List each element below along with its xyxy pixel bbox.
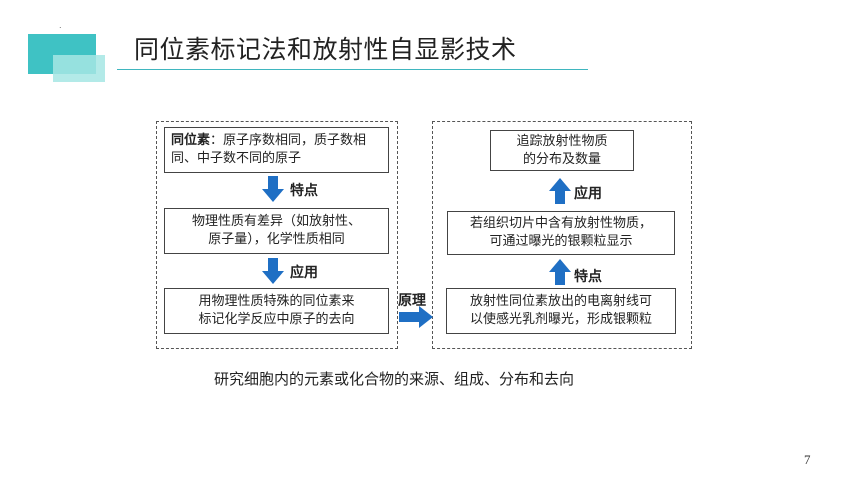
radiation-line-1: 放射性同位素放出的电离射线可 (469, 294, 652, 309)
down-arrow-icon (262, 258, 284, 284)
properties-box: 物理性质有差异（如放射性、 原子量），化学性质相同 (164, 208, 389, 254)
section-detection-box: 若组织切片中含有放射性物质， 可通过曝光的银颗粒显示 (447, 211, 675, 255)
section-detection-line-1: 若组织切片中含有放射性物质， (469, 216, 652, 231)
page-number: 7 (804, 452, 811, 467)
connector-label-principle: 原理 (398, 293, 426, 309)
labeling-line-1: 用物理性质特殊的同位素来 (198, 294, 355, 309)
labeling-line-2: 标记化学反应中原子的去向 (198, 312, 355, 327)
labeling-box: 用物理性质特殊的同位素来 标记化学反应中原子的去向 (164, 288, 389, 334)
down-arrow-icon (262, 176, 284, 202)
header-dot: . (59, 21, 62, 30)
header-accent-block-light (53, 55, 105, 82)
slide-title: 同位素标记法和放射性自显影技术 (134, 35, 517, 64)
left-panel (156, 121, 398, 349)
title-underline (117, 69, 588, 70)
tracking-line-1: 追踪放射性物质 (516, 133, 608, 149)
properties-line-2: 原子量），化学性质相同 (208, 232, 345, 247)
radiation-line-2: 以使感光乳剂曝光，形成银颗粒 (469, 312, 652, 327)
properties-line-1: 物理性质有差异（如放射性、 (191, 214, 361, 229)
tracking-line-2: 的分布及数量 (522, 151, 601, 167)
up-arrow-icon (549, 178, 571, 204)
arrow-label-features-right: 特点 (574, 269, 602, 285)
section-detection-line-2: 可通过曝光的银颗粒显示 (489, 234, 633, 249)
right-panel (432, 121, 692, 349)
arrow-label-application: 应用 (290, 265, 318, 281)
isotope-term: 同位素 (171, 133, 211, 148)
isotope-definition-text: ：原子序数相同，质子数相同、中子数不同的原子 (171, 133, 367, 166)
up-arrow-icon (549, 259, 571, 285)
radiation-box: 放射性同位素放出的电离射线可 以使感光乳剂曝光，形成银颗粒 (446, 288, 676, 334)
isotope-definition-box: 同位素：原子序数相同，质子数相同、中子数不同的原子 (164, 127, 389, 173)
arrow-label-features: 特点 (290, 183, 318, 199)
summary-text: 研究细胞内的元素或化合物的来源、组成、分布和去向 (214, 370, 575, 388)
tracking-box: 追踪放射性物质 的分布及数量 (490, 130, 634, 171)
right-arrow-icon (399, 306, 433, 328)
arrow-label-application-right: 应用 (574, 186, 602, 202)
